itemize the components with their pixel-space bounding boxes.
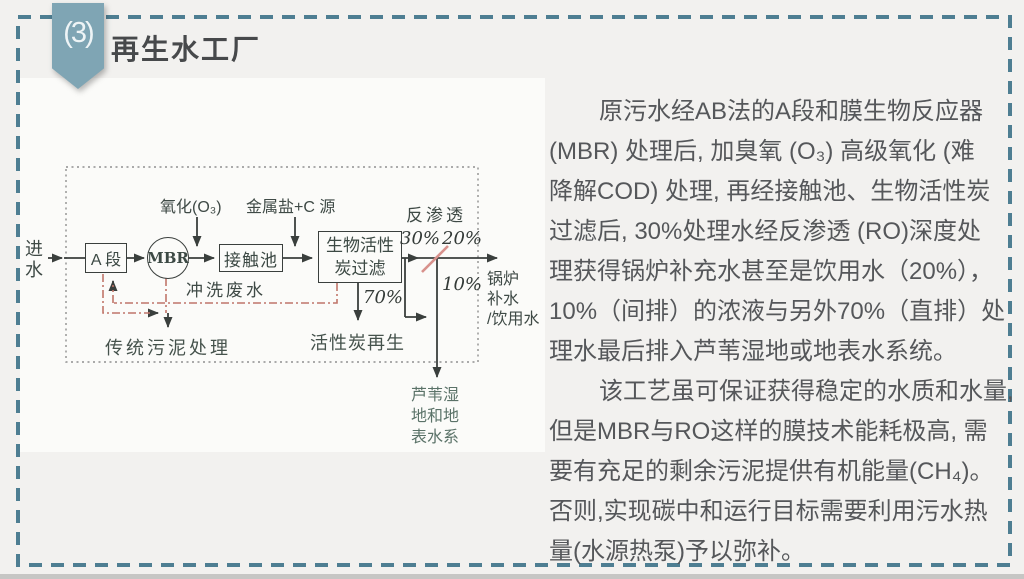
node-mbr: MBR — [147, 237, 189, 279]
body-line: 量(水源热泵)予以弥补。 — [549, 538, 805, 565]
page-title: 再生水工厂 — [111, 34, 262, 65]
label-reed-wetland: 芦苇湿 地和地 表水系 — [411, 387, 460, 446]
ribbon-badge: (3) — [52, 3, 104, 89]
label-70-percent: 70% — [363, 287, 404, 308]
body-line: 理水最后排入芦苇湿地或地表水系统。 — [549, 338, 957, 365]
label-metal-salt-c-source: 金属盐+C 源 — [246, 199, 336, 216]
body-line: 原污水经AB法的A段和膜生物反应器 — [599, 98, 984, 125]
label-boiler-drinking-water: 锅炉 补水 /饮用水 — [487, 271, 540, 328]
body-line: (MBR) 处理后, 加臭氧 (O₃) 高级氧化 (难 — [549, 138, 975, 165]
node-contact-tank: 接触池 — [219, 244, 283, 272]
bottom-edge — [0, 574, 1024, 579]
body-line: 过滤后, 30%处理水经反渗透 (RO)深度处 — [549, 218, 982, 245]
badge-number: (3) — [52, 3, 104, 89]
body-line: 要有充足的剩余污泥提供有机能量(CH₄)。 — [549, 458, 994, 485]
label-reverse-osmosis: 反渗透 — [406, 206, 466, 225]
node-bac-filter: 生物活性 炭过滤 — [318, 231, 402, 283]
label-backwash-water: 冲洗废水 — [186, 281, 266, 300]
body-line: 10%（间排）的浓液与另外70%（直排）处 — [549, 298, 1006, 325]
label-10-percent: 10% — [442, 274, 483, 295]
body-line: 该工艺虽可保证获得稳定的水质和水量, — [599, 378, 1014, 405]
label-sludge-treatment: 传统污泥处理 — [105, 338, 231, 358]
body-line: 但是MBR与RO这样的膜技术能耗极高, 需 — [549, 418, 988, 445]
node-a-stage: A 段 — [85, 243, 127, 273]
label-30-percent: 30% — [400, 228, 441, 249]
label-carbon-regeneration: 活性炭再生 — [310, 333, 405, 353]
body-line: 否则,实现碳中和运行目标需要利用污水热 — [549, 498, 988, 525]
body-text: 原污水经AB法的A段和膜生物反应器 (MBR) 处理后, 加臭氧 (O₃) 高级… — [549, 92, 1015, 572]
label-20-percent: 20% — [442, 228, 483, 249]
label-ozone: 氧化(O₃) — [160, 199, 222, 216]
body-line: 降解COD) 处理, 再经接触池、生物活性炭 — [549, 178, 991, 205]
label-inlet-water: 进水 — [25, 239, 43, 280]
body-line: 理获得锅炉补充水甚至是饮用水（20%）， — [549, 258, 994, 285]
